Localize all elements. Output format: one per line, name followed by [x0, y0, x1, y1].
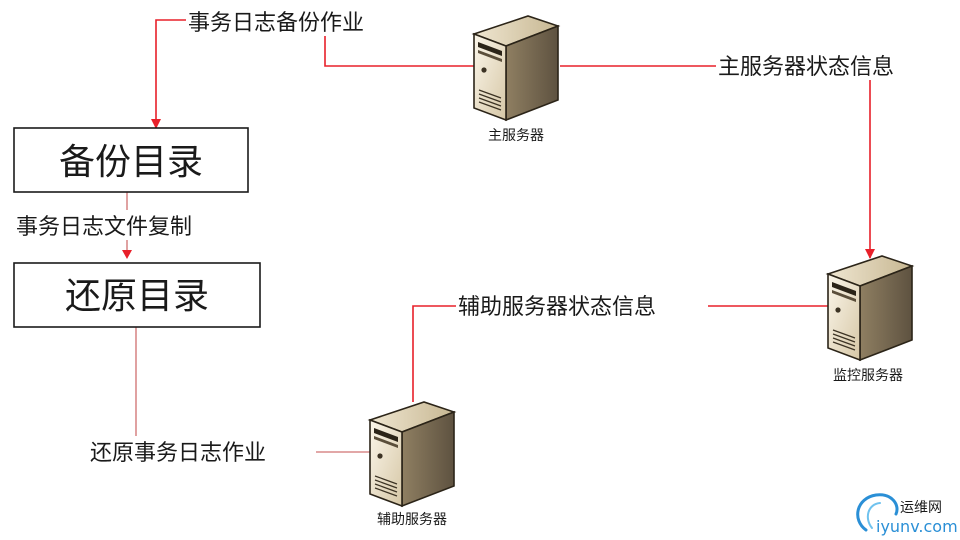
restore-directory-box: 还原目录 — [13, 262, 261, 328]
label-log-backup-job: 事务日志备份作业 — [186, 6, 412, 36]
monitor-server: 监控服务器 — [827, 255, 913, 384]
server-icon — [473, 15, 559, 121]
label-restore-log-job: 还原事务日志作业 — [88, 436, 316, 466]
secondary-server: 辅助服务器 — [369, 401, 455, 528]
label-text: 事务日志文件复制 — [16, 215, 192, 240]
label-text: 还原事务日志作业 — [90, 441, 266, 466]
server-icon — [369, 401, 455, 507]
server-icon — [827, 255, 913, 361]
line-restore-to-secondary — [135, 327, 400, 453]
label-primary-status: 主服务器状态信息 — [716, 50, 942, 80]
restore-directory-label: 还原目录 — [65, 276, 209, 317]
line-primary-to-backup — [151, 19, 508, 129]
label-text: 主服务器状态信息 — [718, 55, 894, 80]
line-primary-to-monitor — [560, 65, 875, 259]
primary-server: 主服务器 — [473, 15, 559, 144]
watermark-cn: 运维网 — [900, 500, 942, 516]
label-secondary-status: 辅助服务器状态信息 — [456, 290, 708, 320]
backup-directory-box: 备份目录 — [13, 127, 249, 193]
watermark-url: iyunv.com — [876, 517, 958, 536]
arrowhead-restore — [122, 250, 132, 259]
watermark-logo: 运维网 iyunv.com — [856, 493, 958, 536]
backup-directory-label: 备份目录 — [59, 142, 203, 183]
label-text: 辅助服务器状态信息 — [458, 295, 656, 320]
primary-server-label: 主服务器 — [488, 128, 544, 144]
label-log-file-copy: 事务日志文件复制 — [14, 210, 238, 240]
line-secondary-to-monitor — [412, 301, 867, 402]
monitor-server-label: 监控服务器 — [833, 368, 903, 384]
secondary-server-label: 辅助服务器 — [377, 512, 447, 528]
swirl-icon — [856, 493, 899, 532]
label-text: 事务日志备份作业 — [188, 11, 364, 36]
